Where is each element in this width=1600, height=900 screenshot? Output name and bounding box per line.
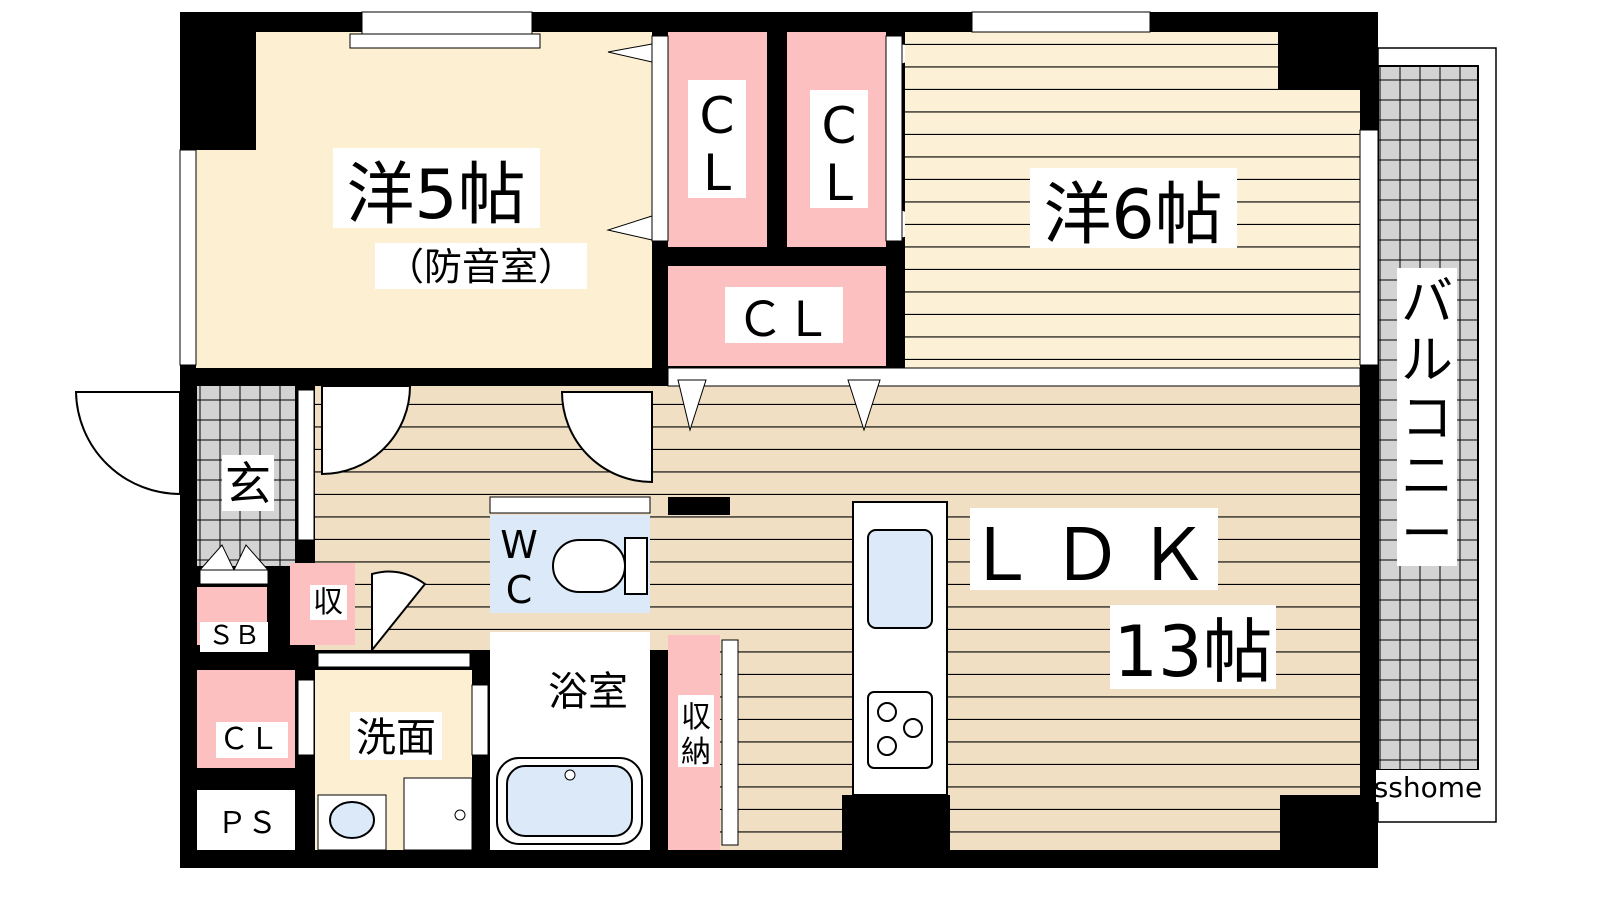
closet-a-label-c: C	[700, 87, 735, 145]
closet-b-label-c: C	[822, 97, 857, 155]
closet-c-label: ＣＬ	[736, 292, 832, 348]
ps-label: ＰＳ	[217, 806, 277, 841]
watermark: sshome	[1374, 771, 1483, 804]
bathroom-label: 浴室	[548, 669, 628, 715]
entrance-door[interactable]	[74, 391, 181, 496]
storage-label-2: 納	[681, 735, 711, 770]
washroom-label: 洗面	[356, 715, 436, 761]
balcony-char: バ	[1401, 273, 1453, 333]
storage-label-1: 収	[681, 700, 711, 735]
bathroom	[471, 632, 650, 850]
room-western5-note: （防音室）	[386, 245, 576, 289]
closet-d-label: ＣＬ	[219, 722, 279, 757]
room-ldk-label: ＬＤＫ	[965, 513, 1223, 597]
closet-a-label-l: L	[703, 144, 731, 202]
shoebox-label: ＳＢ	[208, 621, 260, 651]
storage-small-label: 収	[313, 585, 343, 620]
door-swing[interactable]	[560, 391, 653, 484]
balcony-char: ニ	[1401, 447, 1453, 507]
balcony-label: バ ル コ ニ ー	[1397, 268, 1457, 566]
closet-b-label-l: L	[825, 154, 853, 212]
kitchen-counter	[852, 501, 948, 796]
balcony-char: ー	[1401, 505, 1453, 565]
balcony	[1377, 47, 1497, 823]
wc-label-c: C	[506, 568, 533, 612]
door-swing[interactable]	[321, 385, 412, 476]
ps-shaft	[197, 790, 295, 850]
wc	[489, 496, 730, 613]
balcony-char: コ	[1401, 389, 1453, 449]
room-ldk-size: 13帖	[1113, 611, 1272, 693]
room-western5-label: 洋5帖	[346, 156, 525, 235]
entrance-label: 玄	[225, 457, 271, 511]
balcony-char: ル	[1401, 331, 1453, 391]
room-western6-label: 洋6帖	[1043, 176, 1222, 255]
wc-label-w: W	[500, 523, 538, 567]
